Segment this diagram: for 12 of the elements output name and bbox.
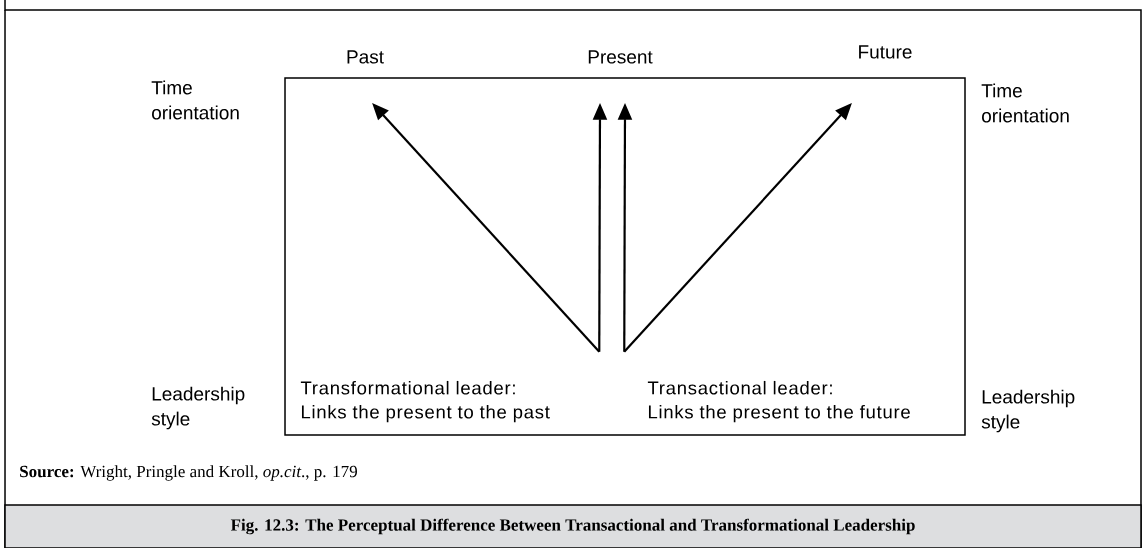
time-label: Present [588,50,653,64]
time-label: Future [859,45,912,59]
source-note: Source: Wright, Pringle and Kroll, op.cit., p. 179 [20,465,357,481]
frame-box [284,77,966,436]
row-label: Leadership style [151,386,245,430]
time-label: Time orientation [151,80,239,120]
row-label: Leadership style [981,389,1075,433]
caption-band: Fig. 12.3: The Perceptual Difference Between Transactional and Transformational Leadership [4,504,1142,548]
time-label: Past [347,50,384,64]
time-label: Time orientation [981,83,1069,123]
leader-text: Transactional leader: Links the present to the future [647,380,910,423]
leader-text: Transformational leader: Links the present to the past [300,380,550,423]
